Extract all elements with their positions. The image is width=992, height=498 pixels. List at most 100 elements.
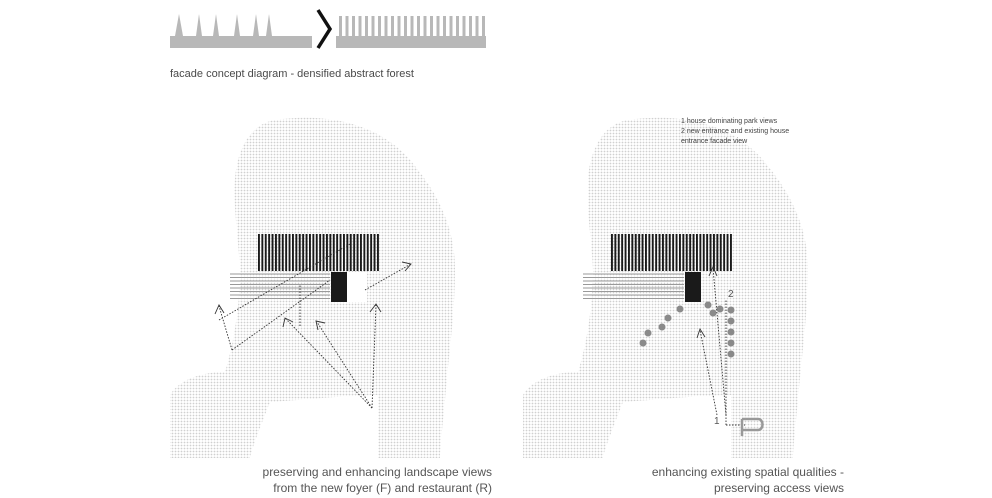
- facade-bar: [638, 234, 641, 271]
- concept-bar: [469, 16, 472, 36]
- left-restaurant-block: [347, 272, 367, 302]
- facade-bar: [295, 234, 298, 271]
- facade-bar: [668, 234, 671, 271]
- facade-bar: [288, 234, 291, 271]
- facade-bar: [631, 234, 634, 271]
- facade-bar: [315, 234, 318, 271]
- facade-bar: [356, 234, 359, 271]
- right-panel-caption: enhancing existing spatial qualities - p…: [652, 464, 844, 496]
- concept-bar: [430, 16, 433, 36]
- facade-bar: [370, 234, 373, 271]
- right-building-vertical-bars: [611, 234, 732, 271]
- facade-bar: [614, 234, 617, 271]
- left-foyer-block: [331, 272, 347, 302]
- facade-bar: [366, 234, 369, 271]
- right-arrowheads: [696, 265, 718, 339]
- facade-bar: [692, 234, 695, 271]
- facade-bar: [617, 234, 620, 271]
- concept-bar: [384, 16, 388, 36]
- facade-bar: [645, 234, 647, 271]
- facade-bar: [689, 234, 692, 271]
- facade-bar: [319, 234, 322, 271]
- facade-bar: [281, 234, 284, 271]
- right-entrance-block: [685, 272, 701, 302]
- facade-bar: [662, 234, 664, 271]
- facade-bar: [268, 234, 271, 271]
- facade-bar: [621, 234, 624, 271]
- right-caption-line-2: preserving access views: [713, 481, 844, 495]
- left-panel-diagram: [170, 117, 455, 458]
- left-panel-caption: preserving and enhancing landscape views…: [263, 464, 492, 496]
- concept-bar: [423, 16, 427, 36]
- facade-bar: [258, 234, 260, 271]
- left-caption-line-1: preserving and enhancing landscape views: [262, 465, 492, 479]
- left-building-vertical-bars: [258, 234, 379, 271]
- facade-bar: [322, 234, 325, 271]
- right-caption-line-1: enhancing existing spatial qualities -: [651, 465, 844, 479]
- concept-bar: [345, 16, 349, 36]
- concept-bar: [443, 16, 446, 36]
- facade-bar: [730, 234, 732, 271]
- facade-bar: [658, 234, 661, 271]
- facade-bar: [336, 234, 339, 271]
- legend-item-2-cont: entrance facade view: [681, 138, 748, 145]
- facade-bar: [360, 234, 362, 271]
- left-building-horizontal-lines: [230, 273, 330, 299]
- right-access-dots: [639, 301, 735, 358]
- facade-bar: [264, 234, 267, 271]
- right-building-horizontal-lines: [583, 273, 684, 299]
- facade-bar: [353, 234, 356, 271]
- concept-bar: [339, 16, 342, 36]
- concept-bar: [475, 16, 479, 36]
- legend-item-1: 1 house dominating park views: [681, 118, 778, 125]
- facade-bar: [611, 234, 613, 271]
- facade-bar: [726, 234, 729, 271]
- left-caption-line-2: from the new foyer (F) and restaurant (R…: [273, 481, 492, 495]
- facade-concept-diagram: [170, 9, 486, 49]
- facade-bar: [696, 234, 698, 271]
- facade-bar: [343, 234, 345, 271]
- concept-bar: [365, 16, 368, 36]
- facade-bar: [679, 234, 681, 271]
- concept-bar: [417, 16, 420, 36]
- facade-bar: [261, 234, 264, 271]
- facade-bar: [339, 234, 342, 271]
- concept-bar: [378, 16, 381, 36]
- facade-bar: [309, 234, 311, 271]
- facade-bar: [672, 234, 675, 271]
- concept-vertical-bars: [339, 16, 485, 36]
- concept-bar: [391, 16, 394, 36]
- concept-bar: [462, 16, 466, 36]
- facade-bar: [719, 234, 722, 271]
- legend-item-2: 2 new entrance and existing house: [681, 128, 790, 135]
- facade-bar: [682, 234, 685, 271]
- facade-bar: [716, 234, 719, 271]
- facade-bar: [706, 234, 709, 271]
- facade-bar: [634, 234, 637, 271]
- facade-bar: [624, 234, 627, 271]
- facade-bar: [665, 234, 668, 271]
- concept-bar: [404, 16, 407, 36]
- facade-bar: [702, 234, 705, 271]
- right-panel-diagram: [523, 117, 808, 458]
- facade-bar: [302, 234, 305, 271]
- facade-bar: [292, 234, 294, 271]
- facade-bar: [275, 234, 277, 271]
- facade-bar: [298, 234, 301, 271]
- facade-bar: [628, 234, 630, 271]
- concept-bar: [358, 16, 362, 36]
- facade-bar: [685, 234, 688, 271]
- facade-bar: [675, 234, 678, 271]
- facade-bar: [648, 234, 651, 271]
- facade-bar: [363, 234, 366, 271]
- left-arrowheads: [214, 261, 412, 331]
- concept-triangles: [175, 14, 272, 36]
- facade-bar: [326, 234, 328, 271]
- concept-bar: [352, 16, 355, 36]
- concept-caption: facade concept diagram - densified abstr…: [170, 68, 414, 80]
- concept-bar: [482, 16, 485, 36]
- facade-bar: [349, 234, 352, 271]
- facade-bar: [699, 234, 702, 271]
- concept-base-bar-right: [336, 36, 486, 48]
- concept-base-bar-left: [170, 36, 312, 48]
